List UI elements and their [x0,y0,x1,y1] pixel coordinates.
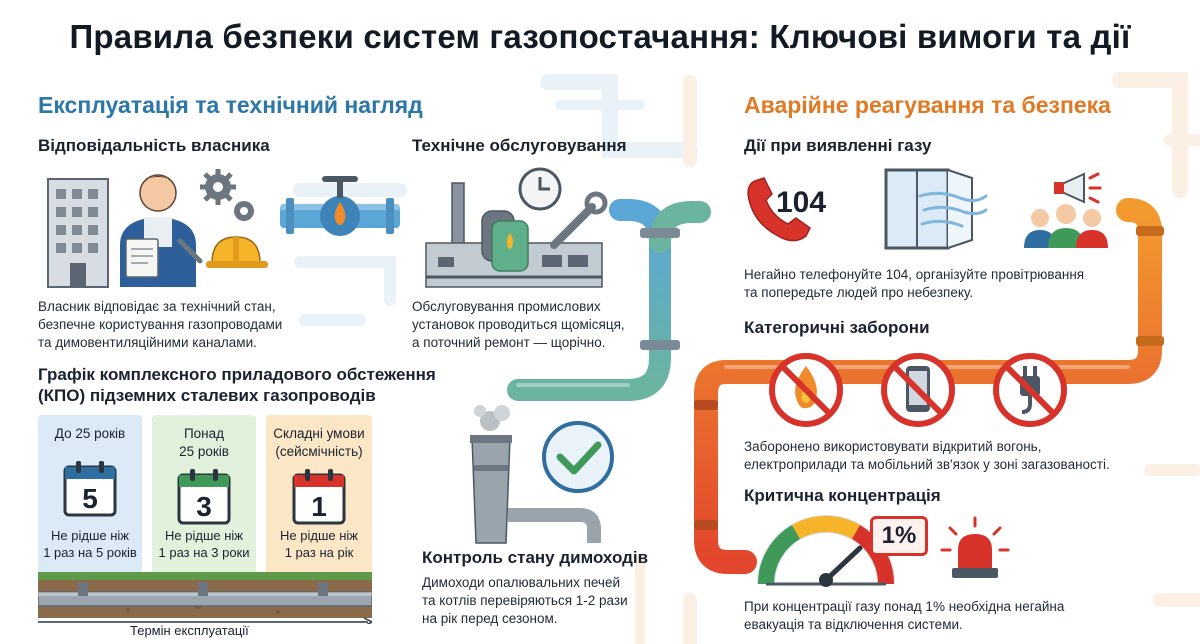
critical-heading: Критична концентрація [744,486,941,505]
kpo-column-2: Понад 25 років 3 Не рідше ніж 1 раз на 3… [152,415,256,575]
kpo-column-text: Не рідше ніж 1 раз на 3 роки [152,527,256,561]
calendar-number: 3 [196,491,212,522]
kpo-heading: Графік комплексного приладового обстежен… [38,364,436,406]
people-icon [1024,204,1108,248]
critical-text: При концентрації газу понад 1% необхідна… [744,598,1064,634]
prohibitions-text-line: електроприлади та мобільний зв'язок у зо… [744,457,1110,472]
clock-icon [518,167,562,211]
gas-detected-text-line: та попередьте людей про небезпеку. [744,285,974,300]
chimney-icon [470,405,601,544]
underground-pipe [38,572,372,624]
owner-text-line: та димовентиляційними каналами. [38,335,257,350]
owner-illustration [47,169,268,288]
check-icon [542,421,614,493]
kpo-column-text-line: 1 раз на рік [284,545,354,560]
office-building-icon [47,178,109,288]
chimney-illustration [470,405,614,544]
siren-icon [940,516,1010,578]
kpo-column-title-line: До 25 років [54,426,126,441]
maintenance-heading: Технічне обслуговування [412,136,627,155]
maintenance-text: Обслуговування промислових установок про… [412,298,625,352]
chimney-text-line: та котлів перевіряються 1-2 рази [422,593,628,608]
percent-badge: 1% [870,516,928,556]
engineer-icon [120,174,203,287]
kpo-column-title-line: Понад [183,426,225,441]
no-fire-icon [769,353,843,427]
kpo-column-text: Не рідше ніж 1 раз на 5 років [38,527,142,561]
kpo-column-3: Складні умови (сейсмічність) 1 Не рідше … [266,415,372,575]
critical-text-line: При концентрації газу понад 1% необхідна… [744,599,1065,614]
maintenance-text-line: а поточний ремонт — щорічно. [412,335,606,350]
kpo-column-title: До 25 років [38,425,142,443]
kpo-column-title: Складні умови (сейсмічність) [266,425,372,461]
chimney-text-line: на рік перед сезоном. [422,611,558,626]
chimney-text-line: Димоходи опалювальних печей [422,575,621,590]
chimney-heading: Контроль стану димоходів [422,548,649,567]
people-with-megaphone [1024,172,1108,248]
left-section-heading: Експлуатація та технічний нагляд [38,92,423,118]
factory-icon [425,182,603,288]
right-section-heading: Аварійне реагування та безпека [744,92,1111,118]
maintenance-illustration [425,167,608,288]
kpo-column-title-line: 25 років [179,444,229,459]
calendar-number: 5 [82,483,98,514]
phone-icon [747,177,811,242]
maintenance-text-line: установок проводиться щомісяця, [412,317,625,332]
kpo-column-text-line: 1 раз на 3 роки [158,545,250,560]
kpo-column-title: Понад 25 років [152,425,256,461]
page-title: Правила безпеки систем газопостачання: К… [69,18,1131,55]
chimney-text: Димоходи опалювальних печей та котлів пе… [422,574,628,628]
axis-label: Термін експлуатації [130,623,249,638]
calendar-number: 1 [311,491,327,522]
kpo-heading-line: Графік комплексного приладового обстежен… [38,365,436,384]
calendar-icon: 3 [177,469,231,525]
calendar-icon: 1 [292,469,346,525]
gears-icon [200,169,254,221]
kpo-column-title-line: (сейсмічність) [275,444,363,459]
maintenance-text-line: Обслуговування промислових [412,299,601,314]
critical-text-line: евакуація та відключення системи. [744,617,963,632]
owner-heading: Відповідальність власника [38,136,270,155]
kpo-column-text-line: Не рідше ніж [51,528,129,543]
kpo-column-text: Не рідше ніж 1 раз на рік [266,527,372,561]
kpo-column-title-line: Складні умови [273,426,365,441]
open-window-icon [884,168,988,250]
gas-detected-text-line: Негайно телефонуйте 104, організуйте про… [744,267,1085,282]
owner-text: Власник відповідає за технічний стан, бе… [38,298,282,352]
gas-detected-heading: Дії при виявленні газу [744,136,932,155]
megaphone-icon [1054,172,1102,204]
no-phone-icon [881,353,955,427]
wrench-icon [550,191,608,249]
emergency-number: 104 [776,186,827,219]
owner-text-line: безпечне користування газопроводами [38,317,283,332]
kpo-column-1: До 25 років 5 Не рідше ніж 1 раз на 5 ро… [38,415,142,575]
gas-detected-text: Негайно телефонуйте 104, організуйте про… [744,266,1084,302]
prohibitions-heading: Категоричні заборони [744,318,930,337]
hard-hat-icon [206,236,268,268]
kpo-column-text-line: 1 раз на 5 років [43,545,137,560]
kpo-column-text-line: Не рідше ніж [280,528,358,543]
prohibitions-text: Заборонено використовувати відкритий вог… [744,438,1110,474]
owner-text-line: Власник відповідає за технічний стан, [38,299,276,314]
kpo-heading-line: (КПО) підземних сталевих газопроводів [38,386,376,405]
prohibitions-text-line: Заборонено використовувати відкритий вог… [744,439,1042,454]
no-plug-icon [993,353,1067,427]
calendar-icon: 5 [63,461,117,517]
kpo-column-text-line: Не рідше ніж [165,528,243,543]
gas-valve-icon [280,176,400,236]
